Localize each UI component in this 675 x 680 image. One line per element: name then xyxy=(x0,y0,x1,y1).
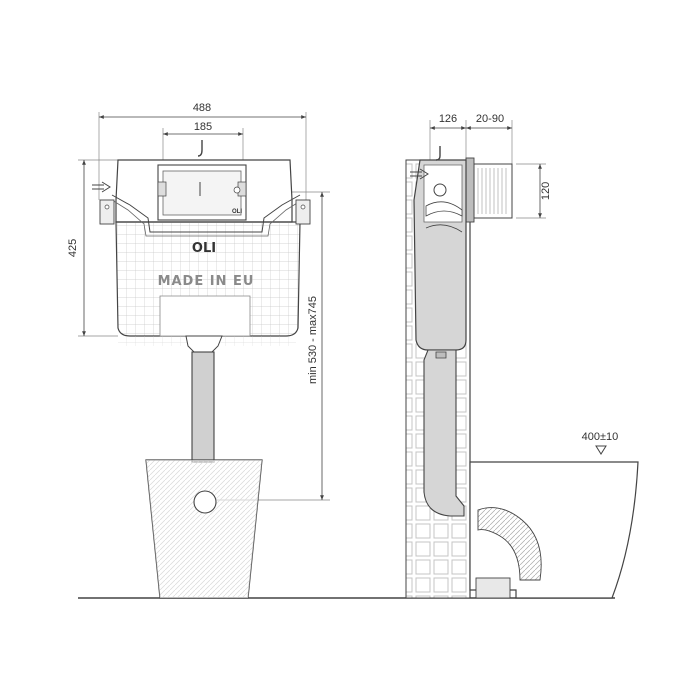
flush-plate-front: OLI xyxy=(157,140,247,221)
height-dimension: 425 xyxy=(67,159,118,337)
toilet-bowl-front xyxy=(145,459,263,599)
width-label: 488 xyxy=(193,102,211,114)
brand-label: OLI xyxy=(192,241,216,256)
install-height-label: min 530 - max745 xyxy=(307,296,319,384)
plate-width-dimension: 185 xyxy=(162,121,244,160)
depth-label: 126 xyxy=(439,113,457,125)
control-duct xyxy=(465,157,513,223)
height-label: 425 xyxy=(67,239,79,257)
made-in-label: MADE IN EU xyxy=(158,274,255,289)
depth-dimension: 126 xyxy=(429,113,467,160)
flush-pipe-front xyxy=(185,335,223,463)
toilet-bowl-side: 400±10 xyxy=(469,431,639,599)
width-dimension: 488 xyxy=(98,102,307,200)
duct-height-dimension: 120 xyxy=(516,163,552,219)
flush-pipe-side xyxy=(423,349,465,517)
water-inlet-side xyxy=(410,168,429,180)
front-view: 488 185 425 min 530 - max745 xyxy=(67,102,615,599)
wall-range-dimension: 20-90 xyxy=(466,113,513,164)
bowl-height-label: 400±10 xyxy=(582,431,619,443)
water-inlet-front xyxy=(92,181,111,193)
plate-width-label: 185 xyxy=(194,121,212,133)
plate-label: OLI xyxy=(232,209,242,215)
cistern-side xyxy=(413,146,467,351)
side-view: 126 20-90 120 xyxy=(405,113,639,599)
wall-range-label: 20-90 xyxy=(476,113,504,125)
duct-height-label: 120 xyxy=(540,182,552,200)
